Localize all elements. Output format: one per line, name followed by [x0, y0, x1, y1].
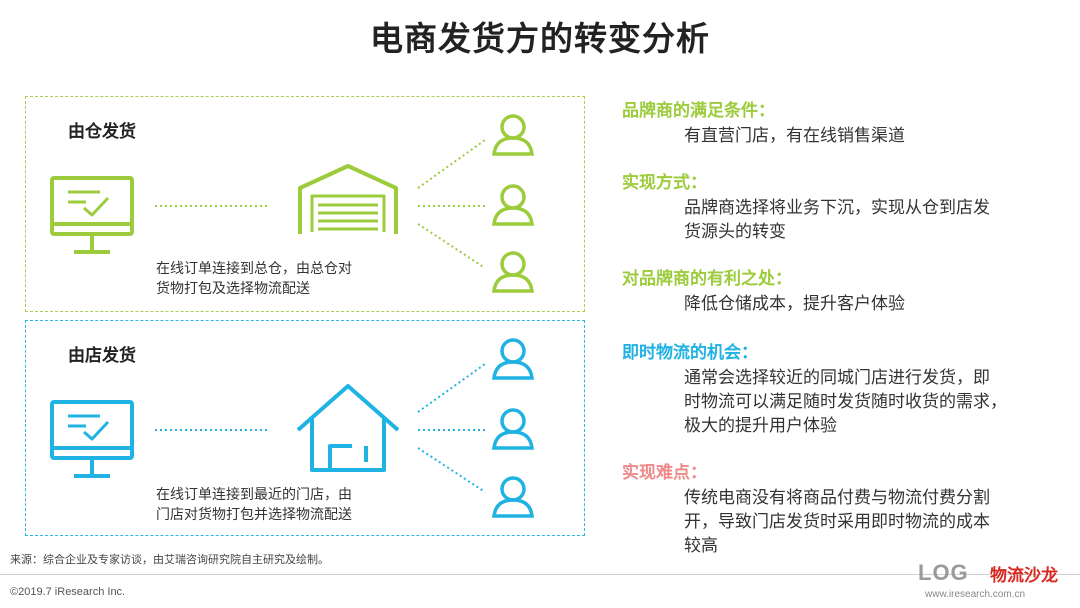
warehouse-shipping-panel: 由仓发货 在线订单连接到总仓，由总仓对 货物打包及选择物流配送	[25, 96, 585, 312]
user-icon	[492, 338, 534, 380]
body-line: 传统电商没有将商品付费与物流付费分割	[684, 488, 990, 508]
panel-description: 在线订单连接到最近的门店，由 门店对货物打包并选择物流配送	[156, 485, 352, 525]
footer-divider	[0, 574, 1080, 575]
body-line: 有直营门店，有在线销售渠道	[684, 126, 905, 146]
section-difficulties: 实现难点： 传统电商没有将商品付费与物流付费分割 开，导致门店发货时采用即时物流…	[622, 462, 1062, 558]
body-line: 开，导致门店发货时采用即时物流的成本	[684, 512, 990, 532]
warehouse-icon	[298, 164, 398, 234]
user-icon	[492, 114, 534, 156]
user-icon	[492, 408, 534, 450]
store-house-icon	[296, 384, 400, 472]
user-icon	[492, 251, 534, 293]
section-body: 传统电商没有将商品付费与物流付费分割 开，导致门店发货时采用即时物流的成本 较高	[684, 486, 1062, 558]
page-title: 电商发货方的转变分析	[370, 19, 710, 58]
body-line: 较高	[684, 536, 718, 556]
description-line: 在线订单连接到最近的门店，由	[156, 487, 352, 503]
monitor-icon	[50, 400, 134, 478]
section-heading: 实现方式：	[622, 173, 707, 193]
website-url: www.iresearch.com.cn	[925, 589, 1026, 600]
monitor-icon	[50, 176, 134, 254]
watermark-logo: LOG 物流沙龙	[918, 560, 1073, 590]
section-heading: 实现难点：	[622, 463, 707, 483]
body-line: 货源头的转变	[684, 222, 786, 242]
description-line: 在线订单连接到总仓，由总仓对	[156, 261, 352, 277]
section-body: 降低仓储成本，提升客户体验	[684, 292, 1062, 316]
store-shipping-panel: 由店发货 在线订单连接到最近的门店，由 门店对货物打包并选择物流配送	[25, 320, 585, 536]
panel-title: 由仓发货	[68, 122, 136, 142]
section-heading: 即时物流的机会：	[622, 343, 758, 363]
body-line: 极大的提升用户体验	[684, 416, 837, 436]
section-body: 品牌商选择将业务下沉，实现从仓到店发 货源头的转变	[684, 196, 1062, 244]
logo-text: LOG	[918, 560, 969, 585]
source-note: 来源：综合企业及专家访谈，由艾瑞咨询研究院自主研究及绘制。	[10, 553, 329, 566]
connector-line	[417, 223, 486, 269]
description-line: 货物打包及选择物流配送	[156, 281, 310, 297]
panel-title: 由店发货	[68, 346, 136, 366]
connector-line	[417, 363, 486, 413]
copyright: ©2019.7 iResearch Inc.	[10, 586, 126, 598]
section-benefits: 对品牌商的有利之处： 降低仓储成本，提升客户体验	[622, 268, 1062, 316]
panel-description: 在线订单连接到总仓，由总仓对 货物打包及选择物流配送	[156, 259, 352, 299]
section-instant-logistics: 即时物流的机会： 通常会选择较近的同城门店进行发货，即 时物流可以满足随时发货随…	[622, 342, 1062, 438]
body-line: 时物流可以满足随时发货随时收货的需求，	[684, 392, 1007, 412]
diagram-graphics	[50, 114, 534, 518]
user-icon	[492, 476, 534, 518]
connector-line	[417, 139, 486, 189]
section-body: 有直营门店，有在线销售渠道	[684, 124, 1062, 148]
logo-cn-text: 物流沙龙	[990, 566, 1058, 586]
section-implementation: 实现方式： 品牌商选择将业务下沉，实现从仓到店发 货源头的转变	[622, 172, 1062, 244]
section-heading: 对品牌商的有利之处：	[622, 269, 792, 289]
user-icon	[492, 184, 534, 226]
section-body: 通常会选择较近的同城门店进行发货，即 时物流可以满足随时发货随时收货的需求， 极…	[684, 366, 1062, 438]
body-line: 通常会选择较近的同城门店进行发货，即	[684, 368, 990, 388]
body-line: 降低仓储成本，提升客户体验	[684, 294, 905, 314]
body-line: 品牌商选择将业务下沉，实现从仓到店发	[684, 198, 990, 218]
section-heading: 品牌商的满足条件：	[622, 101, 775, 121]
connector-line	[417, 447, 486, 493]
description-line: 门店对货物打包并选择物流配送	[156, 507, 352, 523]
section-brand-conditions: 品牌商的满足条件： 有直营门店，有在线销售渠道	[622, 100, 1062, 148]
